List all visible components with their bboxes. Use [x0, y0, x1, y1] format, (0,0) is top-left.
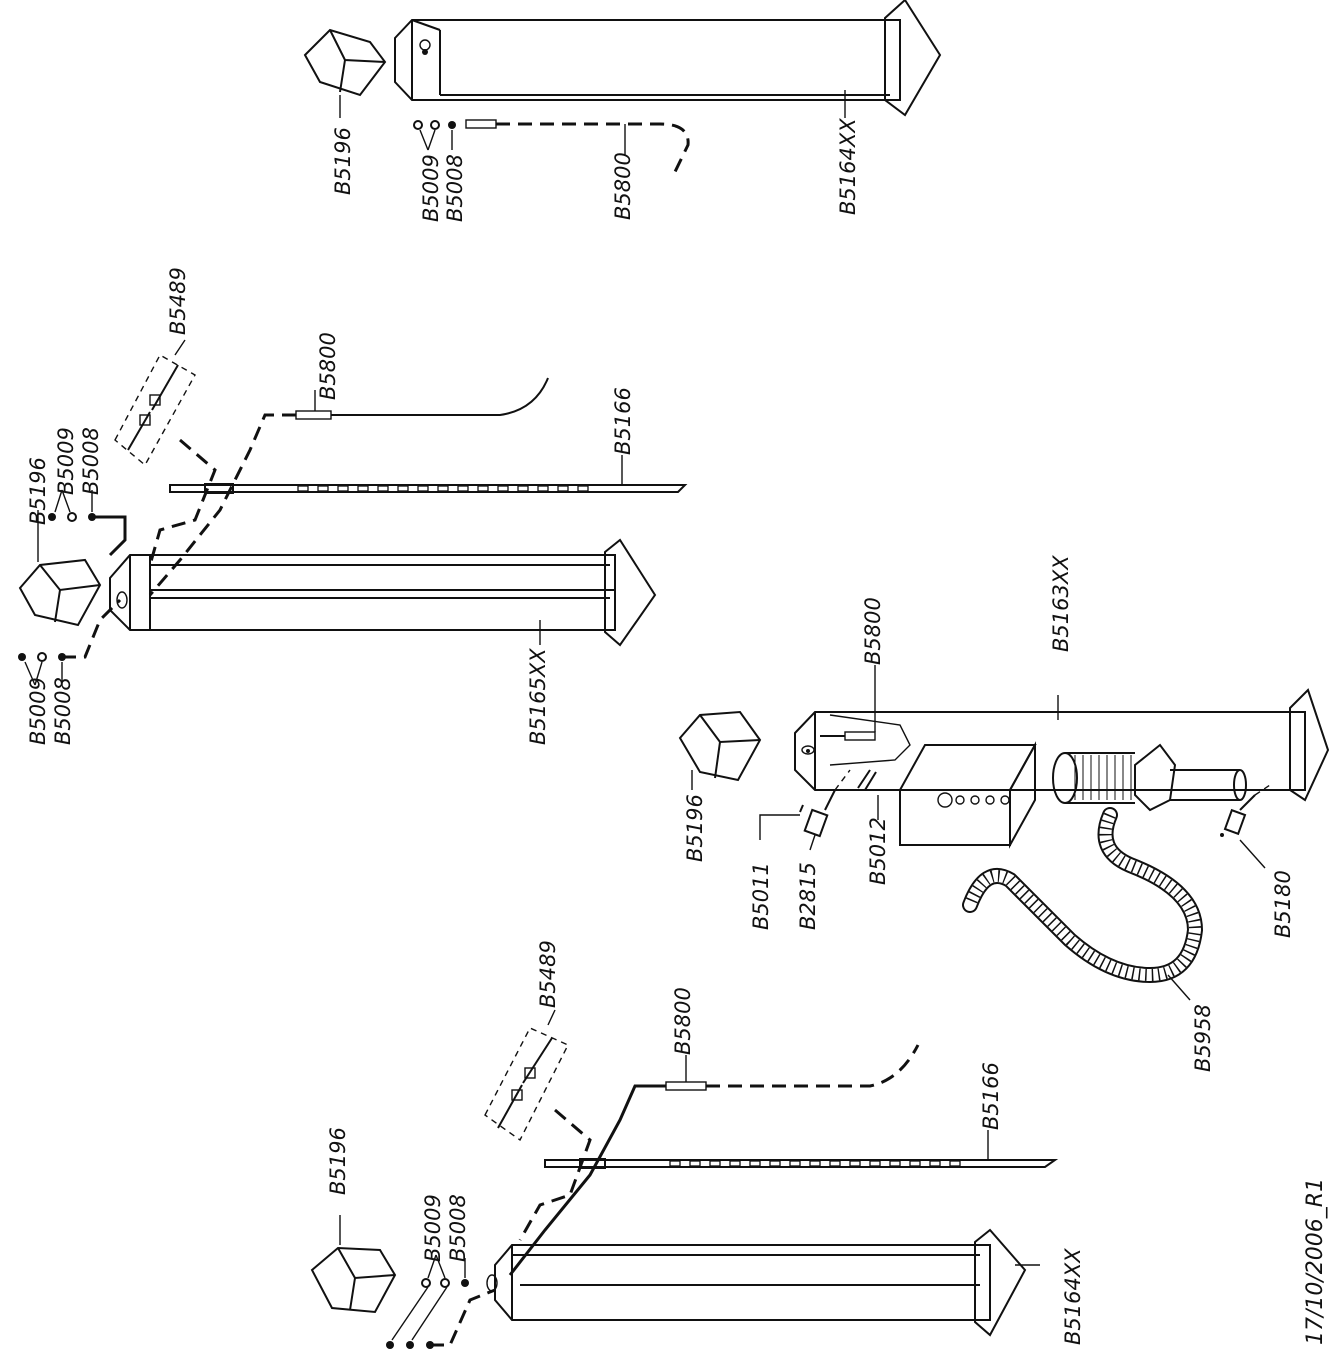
top-washer-b-label: B5008	[443, 154, 467, 222]
mid-cap-part	[18, 558, 102, 627]
bottom-assembly: B5196 B5009 B5008 B5164XX	[310, 940, 1085, 1349]
revision-date-label: 17/10/2006_R1	[1303, 1178, 1328, 1345]
top-cap-label: B5196	[331, 127, 355, 195]
mid-post-part	[109, 538, 657, 647]
bot-post-part	[486, 1228, 1027, 1337]
mid-bracket-part	[114, 354, 196, 467]
bot-strip-part	[544, 1158, 1059, 1169]
bot-bracket-part	[484, 1027, 569, 1142]
top-assembly: B5196 B5164XX B5009 B5008 B58	[303, 0, 942, 222]
right-post-label: B5163XX	[1049, 555, 1073, 652]
bot-post-label: B5164XX	[1061, 1248, 1085, 1345]
top-cable-part	[465, 119, 690, 179]
mid-washer-b-upper-label: B5008	[79, 427, 103, 495]
bot-washer-b-label: B5008	[446, 1194, 470, 1262]
right-control-box	[898, 741, 1037, 849]
right-assembly: B5163XX B5800	[678, 555, 1330, 1072]
bot-cable-label: B5800	[671, 987, 695, 1055]
right-hose-label: B5958	[1191, 1004, 1215, 1072]
right-post-part	[794, 688, 1330, 802]
bot-bracket-label: B5489	[536, 940, 560, 1008]
right-b5180-part	[1220, 784, 1271, 837]
mid-cap-label: B5196	[26, 457, 50, 525]
right-cap-part	[678, 710, 762, 782]
top-washer-a-label: B5009	[419, 154, 443, 222]
mid-post-label: B5165XX	[526, 648, 550, 745]
mid-washer-a-lower-label: B5009	[26, 677, 50, 745]
bot-cap-part	[310, 1246, 397, 1314]
bot-cap-label: B5196	[326, 1127, 350, 1195]
top-post-label: B5164XX	[836, 118, 860, 215]
right-cable-label: B5800	[861, 597, 885, 665]
right-cap-label: B5196	[683, 794, 707, 862]
right-hose-part	[962, 807, 1204, 984]
mid-washer-b-lower-label: B5008	[51, 677, 75, 745]
mid-strip-part	[169, 483, 688, 494]
mid-cable-label: B5800	[316, 332, 340, 400]
bot-washer-set-lower	[386, 1286, 496, 1349]
right-b2815-label: B2815	[796, 862, 820, 930]
top-cap-part	[303, 28, 387, 97]
right-b5012-label: B5012	[866, 817, 890, 885]
bot-strip-label: B5166	[979, 1062, 1003, 1130]
mid-strip-label: B5166	[611, 387, 635, 455]
mid-cable-part	[148, 377, 549, 596]
right-b5011-label: B5011	[749, 862, 773, 930]
bot-washer-a-label: B5009	[421, 1194, 445, 1262]
mid-washer-a-upper-label: B5009	[54, 427, 78, 495]
mid-bracket-label: B5489	[166, 267, 190, 335]
top-post-part	[394, 0, 942, 117]
right-motor	[1052, 743, 1247, 812]
middle-assembly: B5196 B5009 B5008 B5009 B5008	[18, 267, 688, 745]
right-b5180-label: B5180	[1271, 870, 1295, 938]
right-switch-part	[799, 769, 877, 838]
right-cable-part	[820, 731, 876, 741]
top-cable-label: B5800	[611, 152, 635, 220]
